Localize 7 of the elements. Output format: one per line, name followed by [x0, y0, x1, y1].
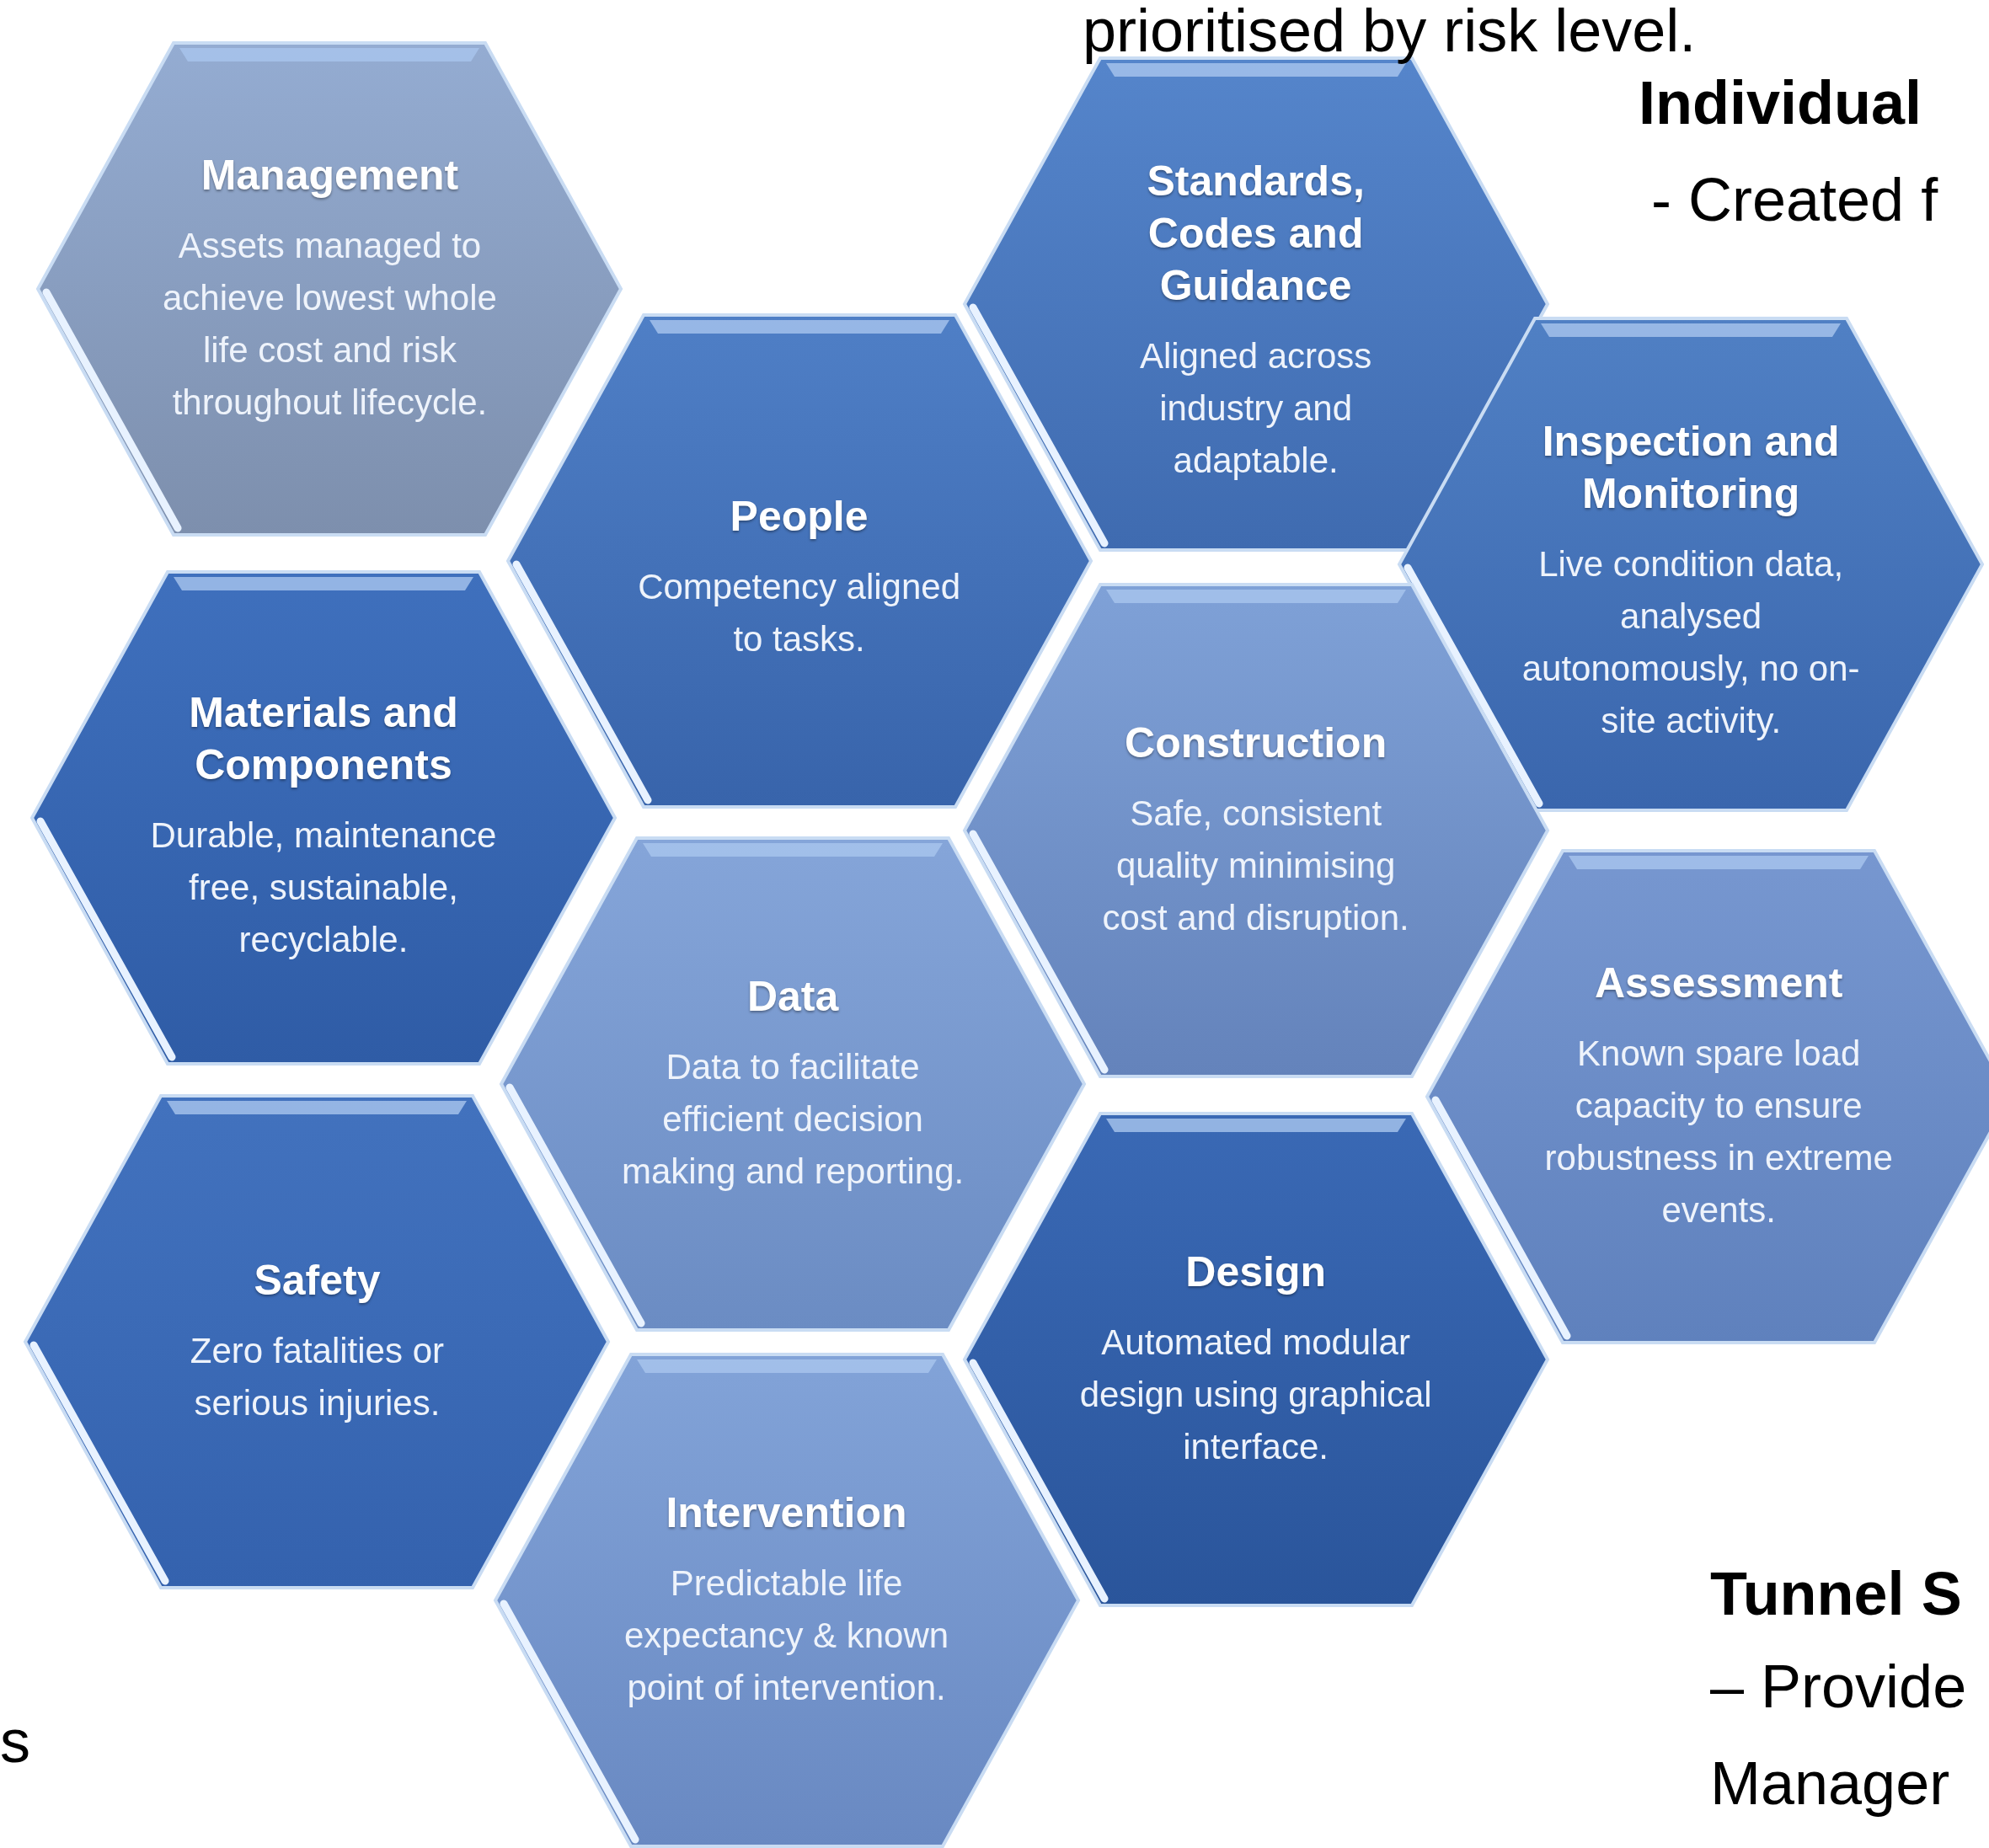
side-heading: Tunnel S [1710, 1559, 1962, 1629]
side-text: s [0, 1706, 30, 1776]
side-text: - Created f [1651, 165, 1938, 235]
side-text: – Provide [1710, 1652, 1967, 1722]
side-text: Manager [1710, 1749, 1950, 1819]
partial-heading-text: prioritised by risk level. [1083, 0, 1697, 66]
side-heading: Individual [1639, 68, 1922, 138]
